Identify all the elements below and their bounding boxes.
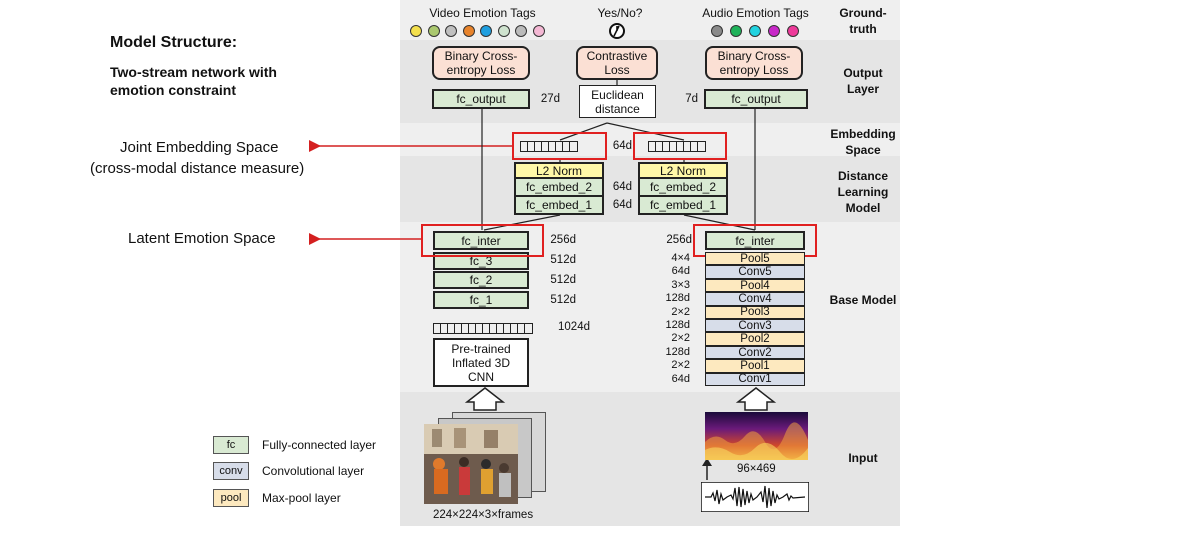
dim-512d-b: 512d	[550, 274, 576, 286]
waveform-image	[701, 482, 809, 512]
highlight-embed-right	[633, 132, 727, 160]
dim-1024d: 1024d	[558, 321, 590, 333]
audio-layer-conv4: Conv4	[705, 292, 805, 306]
dim-7d: 7d	[685, 93, 698, 105]
l2norm-left: L2 Norm	[514, 162, 604, 179]
dim-64d-embed1: 64d	[612, 199, 632, 211]
video-tag-dot	[480, 25, 492, 37]
fc-embed-1-right: fc_embed_1	[638, 197, 728, 215]
euclidean-distance: Euclidean distance	[579, 85, 656, 118]
audio-layer-conv1: Conv1	[705, 372, 805, 386]
video-tag-dot	[515, 25, 527, 37]
highlight-embed-left	[512, 132, 607, 160]
audio-layer-pool3: Pool3	[705, 305, 805, 319]
dim-27d: 27d	[540, 93, 560, 105]
legend-fc-swatch: fc	[213, 436, 249, 454]
dim-512d-a: 512d	[550, 254, 576, 266]
dim-64d-embed: 64d	[612, 140, 632, 152]
annotation-joint-line2: (cross-modal distance measure)	[90, 160, 305, 177]
audio-size-label: 96×469	[737, 463, 776, 475]
fc-output-left: fc_output	[432, 89, 530, 109]
audio-dim-conv1: 64d	[671, 372, 690, 385]
audio-dim-conv4: 128d	[665, 292, 690, 305]
row-label-base: Base Model	[829, 293, 897, 307]
legend-conv-text: Convolutional layer	[262, 464, 365, 478]
row-label-embedding: Embedding Space	[830, 127, 896, 157]
video-tags-label: Video Emotion Tags	[429, 6, 536, 20]
yesno-icon	[609, 23, 625, 39]
audio-tag-dot	[730, 25, 742, 37]
l2norm-right: L2 Norm	[638, 162, 728, 179]
row-label-ground-truth: Ground- truth	[839, 6, 887, 36]
page-title: Model Structure:	[110, 34, 238, 51]
audio-layer-conv5: Conv5	[705, 265, 805, 279]
audio-dim-conv2: 128d	[665, 345, 690, 358]
fc-1: fc_1	[433, 291, 529, 309]
yesno-label: Yes/No?	[597, 6, 643, 20]
audio-layer-conv3: Conv3	[705, 319, 805, 333]
loss-contrastive: Contrastive Loss	[576, 46, 658, 80]
video-tag-dot	[532, 25, 545, 37]
highlight-inter-left	[421, 224, 544, 257]
dim-64d-embed2: 64d	[612, 181, 632, 193]
video-tag-dot	[410, 25, 422, 37]
audio-layer-pool1: Pool1	[705, 359, 805, 373]
audio-layer-pool2: Pool2	[705, 332, 805, 346]
embedding-vector-right	[648, 141, 706, 152]
audio-dim-pool3: 2×2	[671, 305, 690, 318]
audio-layer-pool4: Pool4	[705, 278, 805, 293]
audio-dim-pool2: 2×2	[671, 332, 690, 345]
audio-tag-dot	[749, 25, 761, 37]
fc-2: fc_2	[433, 271, 529, 289]
audio-dim-pool1: 2×2	[671, 359, 690, 372]
legend-pool-swatch: pool	[213, 489, 249, 507]
audio-tag-dot	[768, 25, 780, 37]
video-frame-image	[424, 424, 518, 504]
fc-embed-2-right: fc_embed_2	[638, 179, 728, 197]
subtitle-line1: Two-stream network with	[110, 64, 277, 80]
audio-tag-dot	[787, 25, 799, 37]
annotation-joint-line1: Joint Embedding Space	[120, 139, 279, 156]
dim-512d-c: 512d	[550, 294, 576, 306]
fc-embed-1-left: fc_embed_1	[514, 197, 604, 215]
audio-tags-label: Audio Emotion Tags	[702, 6, 809, 20]
loss-bce-left: Binary Cross- entropy Loss	[432, 46, 530, 80]
pretrained-i3d: Pre-trained Inflated 3D CNN	[433, 338, 529, 387]
legend-pool-text: Max-pool layer	[262, 491, 341, 505]
video-tag-dot	[445, 25, 457, 37]
fc-inter-right: fc_inter	[705, 231, 805, 250]
audio-tag-dot	[711, 25, 723, 37]
row-label-input: Input	[848, 451, 878, 465]
spectrogram-image	[705, 412, 808, 460]
audio-dim-pool4: 3×3	[671, 278, 690, 291]
audio-layer-pool5: Pool5	[705, 252, 805, 266]
legend-fc-text: Fully-connected layer	[262, 438, 377, 452]
subtitle-line2: emotion constraint	[110, 82, 237, 98]
video-tag-dot	[462, 25, 475, 37]
audio-layer-conv2: Conv2	[705, 345, 805, 360]
audio-dim-conv5: 64d	[671, 265, 690, 278]
audio-dim-conv3: 128d	[665, 319, 690, 331]
video-tag-dot	[497, 25, 510, 37]
embedding-vector-left	[520, 141, 578, 152]
dim-256d-right: 256d	[666, 234, 692, 246]
fc-embed-2-left: fc_embed_2	[514, 179, 604, 197]
row-label-distance: Distance Learning Model	[837, 169, 889, 215]
feature-vector-1024	[433, 323, 533, 334]
band-embedding	[400, 123, 900, 156]
video-size-label: 224×224×3×frames	[433, 509, 534, 521]
legend-conv-swatch: conv	[213, 462, 249, 480]
fc-output-right: fc_output	[704, 89, 808, 109]
dim-256d-left: 256d	[550, 234, 576, 246]
loss-bce-right: Binary Cross- entropy Loss	[705, 46, 803, 80]
row-label-output: Output Layer	[843, 66, 883, 96]
annotation-latent: Latent Emotion Space	[128, 230, 276, 247]
video-tag-dot	[427, 25, 440, 37]
fc-inter-left: fc_inter	[433, 231, 529, 250]
audio-dim-pool5: 4×4	[671, 252, 690, 264]
